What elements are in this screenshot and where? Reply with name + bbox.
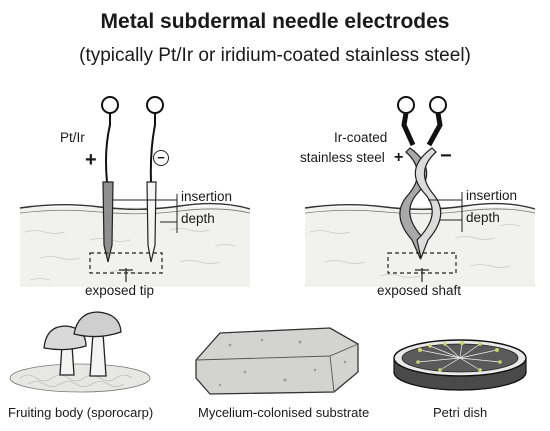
left-electrode-negative (146, 96, 164, 263)
page-subtitle: (typically Pt/Ir or iridium-coated stain… (79, 45, 471, 66)
right-exposed-bracket (387, 252, 457, 282)
left-exposed-label: exposed tip (85, 283, 155, 298)
left-tissue (19, 202, 251, 287)
left-electrode-positive (101, 96, 119, 263)
caption-substrate: Mycelium-colonised substrate (198, 405, 370, 420)
right-depth-label: depth (466, 210, 500, 225)
right-plus-symbol: + (394, 149, 404, 166)
caption-petri-dish: Petri dish (433, 405, 488, 420)
left-plus-symbol: + (85, 149, 97, 171)
page-title: Metal subdermal needle electrodes (100, 10, 450, 33)
right-electrode-pair (397, 96, 447, 261)
left-depth-label: depth (181, 211, 215, 226)
left-minus-symbol: − (153, 150, 169, 166)
petri-dish-illustration (393, 339, 527, 391)
caption-fruiting-body: Fruiting body (sporocarp) (8, 405, 154, 420)
left-material-label: Pt/Ir (60, 130, 85, 145)
right-material-label-line1: Ir-coated (334, 130, 388, 145)
right-exposed-label: exposed shaft (377, 283, 462, 298)
left-insertion-label: insertion (181, 189, 233, 204)
substrate-illustration (195, 327, 359, 395)
mushroom-illustration (9, 311, 151, 393)
right-material-label-line2: stainless steel (300, 150, 385, 165)
left-exposed-bracket (89, 252, 163, 282)
right-insertion-label: insertion (466, 188, 518, 203)
right-minus-symbol: − (440, 145, 452, 167)
